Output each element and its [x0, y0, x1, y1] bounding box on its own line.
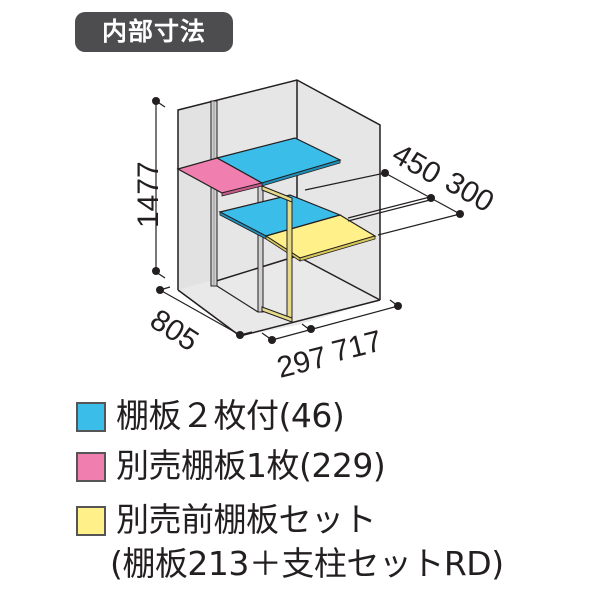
- depth-dot-end: [236, 331, 244, 339]
- shelf-depth-dimension-lines: [304, 172, 461, 236]
- yellow-swatch-icon: [76, 506, 106, 536]
- shelf-yellow: [264, 214, 377, 262]
- left-post: [210, 100, 218, 287]
- height-dot-bottom: [152, 267, 160, 275]
- width-dot-start: [268, 336, 276, 344]
- legend-sublabel-yellow: (棚板213＋支柱セットRD): [110, 544, 504, 583]
- yellow-post-frame: [261, 185, 293, 323]
- height-dot-top: [152, 97, 160, 105]
- depth-label: 805: [144, 303, 204, 358]
- legend-label-blue: 棚板２枚付(46): [116, 396, 345, 435]
- blue-swatch-icon: [76, 402, 106, 432]
- shelf-pink: [176, 157, 264, 197]
- width-dot-end: [394, 302, 402, 310]
- pink-swatch-icon: [76, 452, 106, 482]
- shelf-depth-300-label: 300: [440, 165, 500, 219]
- width-right-label: 717: [329, 325, 386, 369]
- depth-dot-start: [156, 286, 164, 294]
- dimension-dots-shelf: [381, 169, 464, 218]
- title-badge: 内部寸法: [75, 12, 233, 52]
- shelf-depth-450-label: 450: [387, 137, 447, 191]
- legend-label-pink: 別売棚板1枚(229): [116, 446, 386, 485]
- height-label: 1477: [132, 161, 165, 228]
- legend-label-yellow: 別売前棚板セット: [116, 500, 377, 539]
- width-left-label: 297: [274, 341, 331, 385]
- title-text: 内部寸法: [101, 17, 206, 46]
- width-dot-mid: [307, 325, 315, 333]
